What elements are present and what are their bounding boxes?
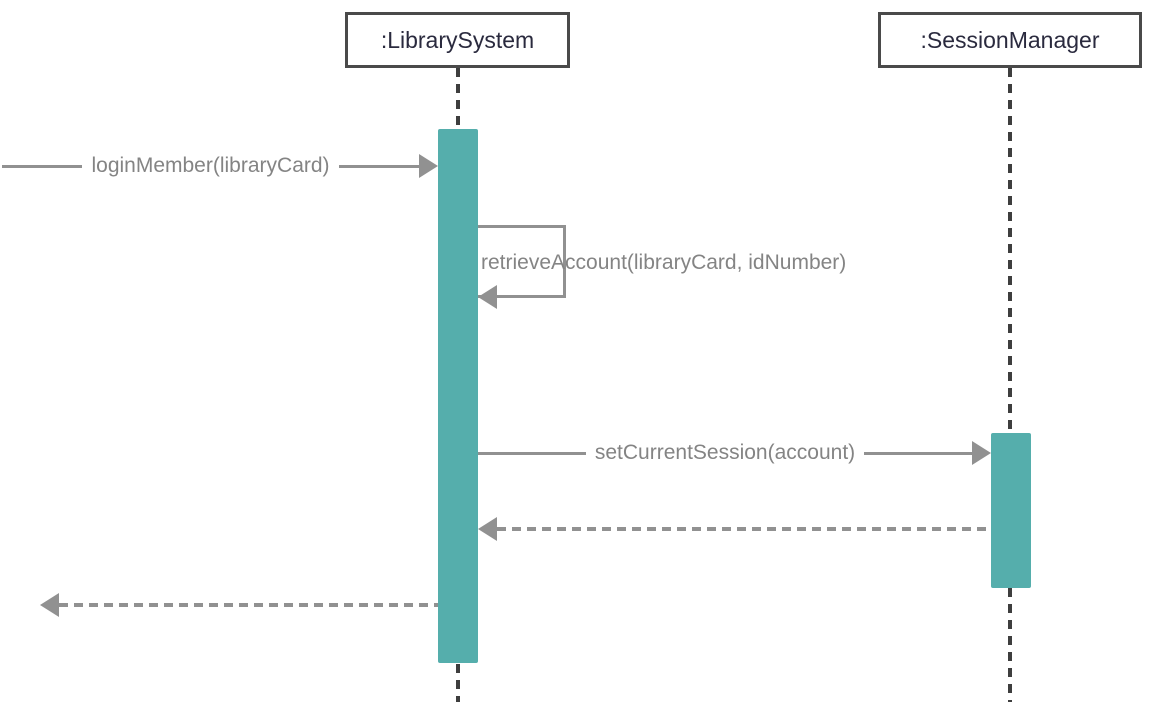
message-set-current-session: setCurrentSession(account) — [478, 433, 991, 473]
lifeline-session-manager-lower — [1008, 588, 1012, 702]
arrowhead-right-icon — [419, 154, 438, 178]
lifeline-label-library-system: :LibrarySystem — [381, 27, 534, 54]
message-label: loginMember(libraryCard) — [91, 154, 329, 178]
arrowhead-left-icon — [478, 517, 497, 541]
message-line — [2, 165, 82, 168]
lifeline-label-session-manager: :SessionManager — [921, 27, 1100, 54]
message-line — [339, 165, 419, 168]
lifeline-session-manager-upper — [1008, 68, 1012, 433]
return-line — [59, 603, 438, 607]
arrowhead-right-icon — [972, 441, 991, 465]
message-line — [864, 452, 972, 455]
arrowhead-left-icon — [40, 593, 59, 617]
arrowhead-left-icon — [478, 285, 497, 309]
return-message-library-to-external — [40, 585, 438, 625]
message-login-member: loginMember(libraryCard) — [2, 146, 438, 186]
message-line — [478, 452, 586, 455]
message-label: setCurrentSession(account) — [595, 441, 855, 465]
lifeline-header-library-system: :LibrarySystem — [345, 12, 570, 68]
activation-bar-library-system — [438, 129, 478, 663]
lifeline-library-system-upper — [456, 68, 460, 129]
lifeline-library-system-lower — [456, 664, 460, 702]
return-message-session-to-library — [478, 509, 991, 549]
activation-bar-session-manager — [991, 433, 1031, 588]
lifeline-header-session-manager: :SessionManager — [878, 12, 1142, 68]
message-label: retrieveAccount(libraryCard, idNumber) — [481, 249, 846, 276]
return-line — [497, 527, 991, 531]
